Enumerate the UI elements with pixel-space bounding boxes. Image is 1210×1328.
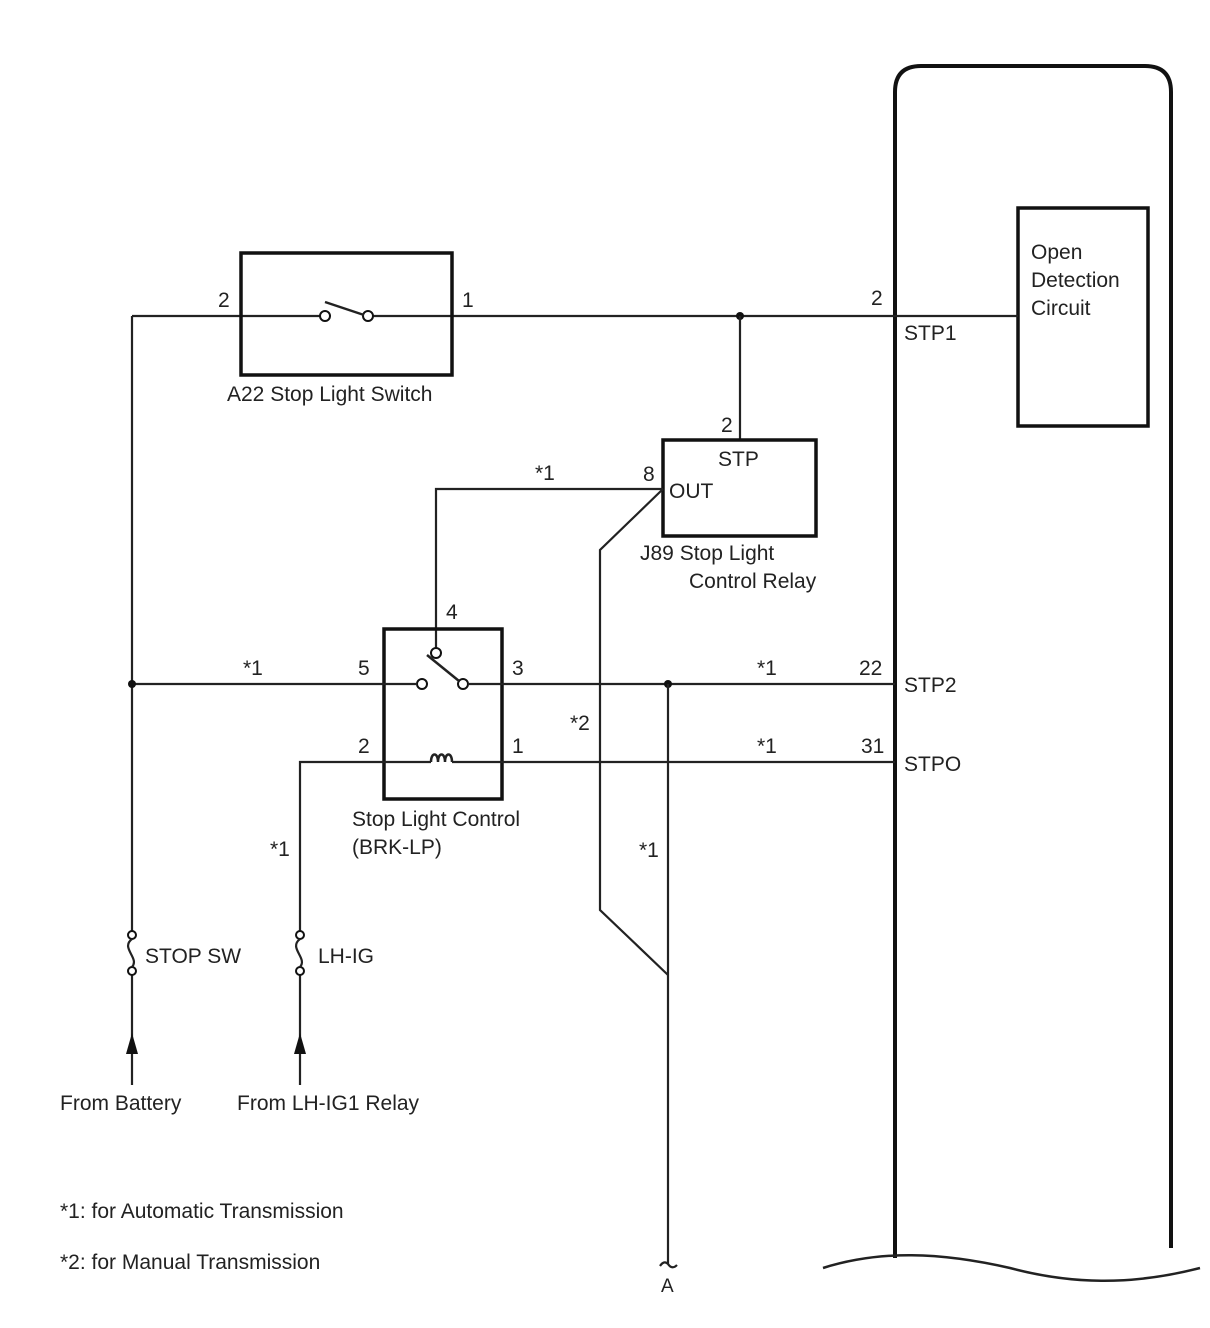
fuse-lhig-top-terminal bbox=[295, 930, 305, 940]
brk-lp-pin-5: 5 bbox=[358, 657, 370, 680]
relay-stp-text: STP bbox=[718, 448, 759, 471]
note-out-wire: *1 bbox=[535, 462, 555, 485]
ecu-pin-stp1-name: STP1 bbox=[904, 322, 957, 345]
fuse-lhig-icon bbox=[294, 938, 303, 968]
wire-manual-branch bbox=[598, 488, 669, 976]
note-a-vertical: *1 bbox=[639, 839, 659, 862]
switch-pin-1: 1 bbox=[462, 289, 474, 312]
note-lhig-vertical: *1 bbox=[270, 838, 290, 861]
brk-lp-pin-1: 1 bbox=[512, 735, 524, 758]
switch-blade bbox=[324, 300, 365, 317]
fuse-stop-sw-top-terminal bbox=[127, 930, 137, 940]
open-detection-line3: Circuit bbox=[1031, 297, 1091, 320]
connector-a-label: A bbox=[661, 1276, 674, 1297]
ecu-pin-stp2-num: 22 bbox=[859, 657, 882, 680]
stop-light-switch-label: A22 Stop Light Switch bbox=[227, 383, 432, 406]
ecu-break-line bbox=[822, 1254, 1201, 1282]
open-detection-line2: Detection bbox=[1031, 269, 1120, 292]
lhig-arrow-icon bbox=[294, 1033, 306, 1054]
ecu-outline bbox=[893, 64, 1173, 1258]
relay-pin-8: 8 bbox=[643, 463, 655, 486]
ecu-pin-stp2-name: STP2 bbox=[904, 674, 957, 697]
brk-lp-terminal-5 bbox=[416, 678, 428, 690]
footnote-2: *2: for Manual Transmission bbox=[60, 1251, 320, 1274]
wire-lhig-to-pin2 bbox=[298, 760, 431, 933]
open-detection-line1: Open bbox=[1031, 241, 1082, 264]
ecu-pin-stp1-num: 2 bbox=[871, 287, 883, 310]
note-manual-branch: *2 bbox=[570, 712, 590, 735]
switch-pin-2: 2 bbox=[218, 289, 230, 312]
note-stpo-right: *1 bbox=[757, 735, 777, 758]
fuse-lhig-bottom-terminal bbox=[295, 966, 305, 976]
relay-label-line2: Control Relay bbox=[689, 570, 817, 593]
relay-pin-2: 2 bbox=[721, 414, 733, 437]
wire-out-to-pin4 bbox=[434, 487, 663, 650]
brk-lp-pin-4: 4 bbox=[446, 601, 458, 624]
connector-a-break-icon bbox=[659, 1261, 678, 1269]
note-stp2-right: *1 bbox=[757, 657, 777, 680]
relay-out-text: OUT bbox=[669, 480, 714, 503]
switch-terminal-left bbox=[319, 310, 331, 322]
fuse-stop-sw-icon bbox=[126, 938, 135, 968]
footnote-1: *1: for Automatic Transmission bbox=[60, 1200, 344, 1223]
brk-lp-label-line1: Stop Light Control bbox=[352, 808, 520, 831]
source-battery-label: From Battery bbox=[60, 1092, 182, 1115]
ecu-pin-stpo-num: 31 bbox=[861, 735, 884, 758]
note-stp2-left: *1 bbox=[243, 657, 263, 680]
battery-arrow-icon bbox=[126, 1033, 138, 1054]
ecu-pin-stpo-name: STPO bbox=[904, 753, 961, 776]
brk-lp-pin-3: 3 bbox=[512, 657, 524, 680]
relay-label-line1: J89 Stop Light bbox=[640, 542, 774, 565]
brk-lp-terminal-4 bbox=[430, 647, 442, 659]
junction-battery bbox=[128, 680, 136, 688]
switch-terminal-right bbox=[362, 310, 374, 322]
brk-lp-pin-2: 2 bbox=[358, 735, 370, 758]
brk-lp-coil bbox=[429, 753, 454, 763]
source-lhig1-label: From LH-IG1 Relay bbox=[237, 1092, 420, 1115]
brk-lp-label-line2: (BRK-LP) bbox=[352, 836, 442, 859]
stop-light-switch-box bbox=[239, 251, 454, 377]
brk-lp-box bbox=[382, 627, 504, 801]
fuse-lhig-label: LH-IG bbox=[318, 945, 374, 968]
brk-lp-terminal-3 bbox=[457, 678, 469, 690]
fuse-stop-sw-label: STOP SW bbox=[145, 945, 241, 968]
brk-lp-switch-blade bbox=[426, 654, 460, 682]
fuse-stop-sw-bottom-terminal bbox=[127, 966, 137, 976]
